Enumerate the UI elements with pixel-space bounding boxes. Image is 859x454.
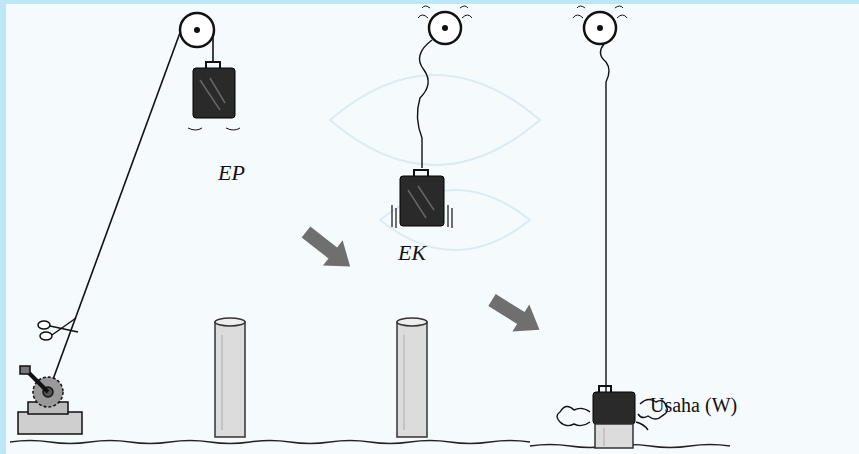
energy-label: EP (218, 160, 245, 186)
pile (397, 318, 427, 437)
transition-arrow (296, 219, 360, 279)
pulley (429, 12, 461, 44)
scissors (38, 318, 78, 340)
scene-raised (18, 13, 245, 437)
hook (599, 386, 611, 392)
energy-label: Usaha (W) (650, 394, 737, 417)
frame-edge (0, 0, 6, 454)
motion-marks (418, 6, 472, 18)
frame-edge (0, 0, 859, 4)
energy-label: EK (398, 240, 426, 266)
loose-rope (600, 44, 609, 392)
transition-arrow (484, 286, 548, 343)
pulley (584, 12, 616, 44)
rope (48, 30, 181, 393)
scene-falling (392, 6, 472, 437)
weight (193, 68, 235, 118)
weight-shading (408, 186, 434, 218)
weight-shading (200, 78, 225, 110)
pile (215, 318, 245, 437)
pulley-axle (597, 25, 603, 31)
scene-impact (557, 6, 667, 448)
loose-rope (417, 40, 432, 168)
weight (593, 392, 635, 424)
pulley-axle (194, 27, 200, 33)
pulley-axle (442, 25, 448, 31)
hook (414, 170, 428, 176)
hook (206, 62, 220, 68)
weight (400, 176, 444, 226)
motion-marks (392, 205, 452, 228)
pulley (180, 13, 214, 47)
motion-marks (188, 128, 240, 130)
watermark (330, 75, 540, 250)
winch (18, 366, 82, 434)
motion-marks (573, 6, 627, 18)
pile (595, 424, 633, 448)
